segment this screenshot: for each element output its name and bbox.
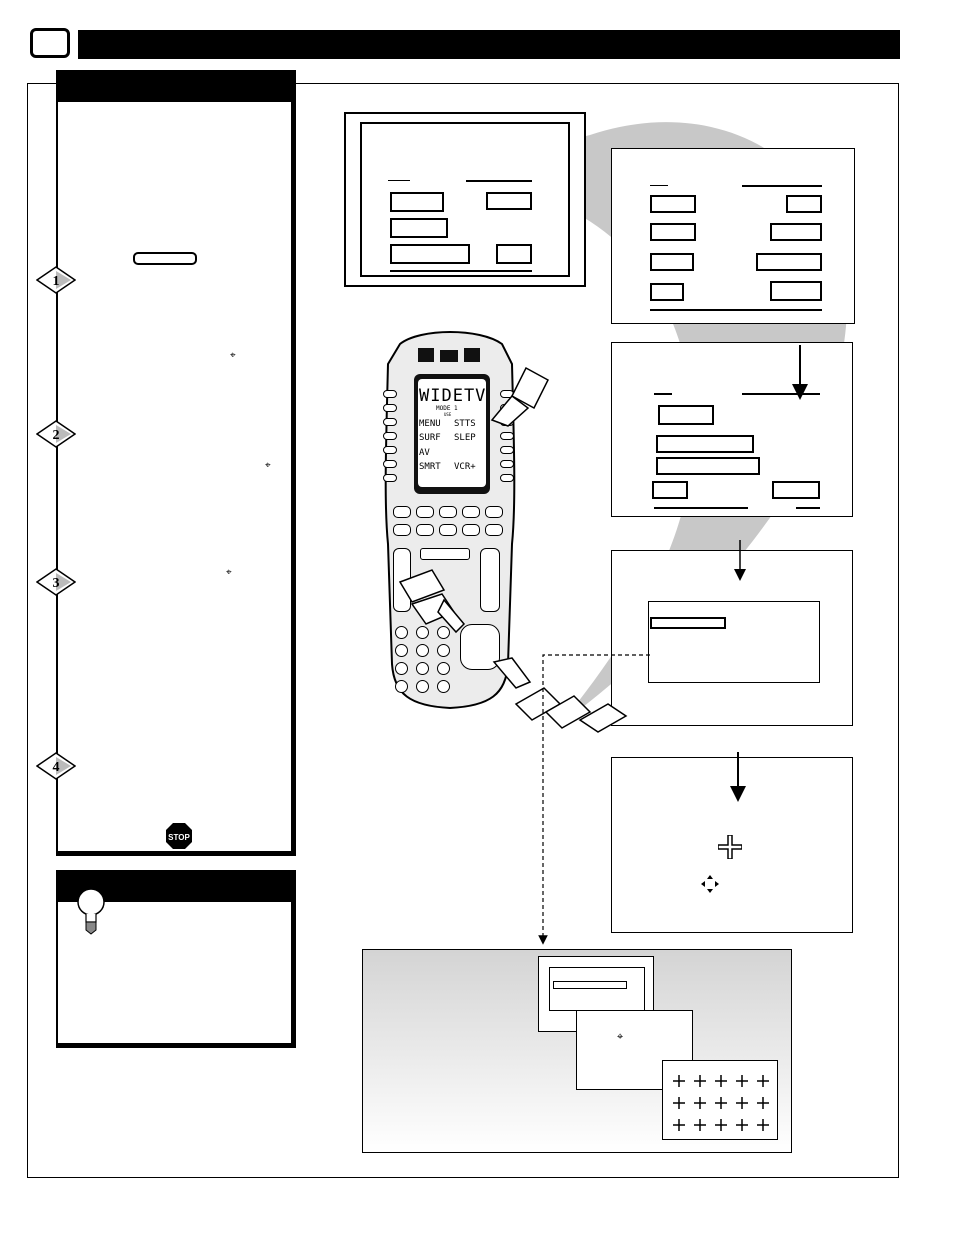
remote-function-button[interactable] [485, 524, 503, 536]
menu-item [496, 244, 532, 264]
pointing-hand-icon [486, 366, 550, 428]
menu-line [390, 270, 532, 272]
remote-side-button-right[interactable] [500, 446, 514, 454]
lcd-key-vcr[interactable]: VCR+ [454, 462, 476, 472]
pointing-hand-icon [490, 654, 630, 734]
remote-function-button[interactable] [485, 506, 503, 518]
remote-function-button[interactable] [439, 524, 457, 536]
cursor-symbol-icon: ⌖ [226, 567, 232, 578]
menu-item [486, 192, 532, 210]
remote-side-button-right[interactable] [500, 460, 514, 468]
lcd-key-av[interactable]: AV [419, 448, 430, 458]
remote-number-button[interactable] [437, 680, 450, 693]
remote-side-button-left[interactable] [383, 446, 397, 454]
remote-number-button[interactable] [416, 680, 429, 693]
remote-side-button-left[interactable] [383, 474, 397, 482]
tv-screen-setup-menu [611, 148, 855, 324]
menu-item-highlighted [390, 192, 444, 212]
inset-illustration: ⌖ [362, 949, 792, 1153]
remote-function-button[interactable] [393, 524, 411, 536]
remote-volume-rocker[interactable] [480, 548, 500, 612]
svg-text:2: 2 [53, 428, 60, 443]
inset-screen-grid [662, 1060, 778, 1140]
remote-side-button-left[interactable] [383, 432, 397, 440]
step-badge-4: 4 [35, 752, 77, 780]
remote-control [380, 324, 520, 710]
instruction-panel: ⌖ ⌖ ⌖ STOP [56, 70, 296, 856]
remote-function-button[interactable] [416, 506, 434, 518]
menu-item [390, 218, 448, 238]
svg-text:1: 1 [53, 274, 60, 289]
remote-function-button[interactable] [439, 506, 457, 518]
page-frame [27, 83, 899, 1178]
remote-number-button[interactable] [437, 626, 450, 639]
remote-side-button-left[interactable] [383, 460, 397, 468]
lcd-sub: USE [444, 412, 452, 417]
lcd-key-menu[interactable]: MENU [419, 419, 441, 429]
remote-side-button-left[interactable] [383, 404, 397, 412]
pointing-hand-icon [398, 568, 478, 638]
remote-number-button[interactable] [437, 662, 450, 675]
move-arrows-icon [700, 874, 720, 894]
remote-number-button[interactable] [395, 626, 408, 639]
lcd-key-smrt[interactable]: SMRT [419, 462, 441, 472]
lcd-title: WIDETV [419, 386, 487, 406]
remote-side-button-right[interactable] [500, 432, 514, 440]
cursor-symbol-icon: ⌖ [230, 350, 236, 361]
remote-number-button[interactable] [437, 644, 450, 657]
instruction-panel-header [58, 72, 291, 102]
page-tab-icon [30, 28, 70, 58]
lcd-key-stts[interactable]: STTS [454, 419, 476, 429]
menu-button-outline [133, 252, 197, 265]
lcd-key-surf[interactable]: SURF [419, 433, 441, 443]
step-badge-3: 3 [35, 568, 77, 596]
svg-text:4: 4 [53, 760, 60, 775]
svg-text:STOP: STOP [168, 833, 190, 842]
remote-number-button[interactable] [416, 644, 429, 657]
cursor-symbol-icon: ⌖ [265, 460, 271, 471]
lcd-mode: MODE 1 [436, 405, 458, 412]
remote-number-button[interactable] [395, 662, 408, 675]
remote-side-button-left[interactable] [383, 390, 397, 398]
remote-function-button[interactable] [416, 524, 434, 536]
remote-number-button[interactable] [395, 644, 408, 657]
remote-number-button[interactable] [395, 680, 408, 693]
remote-side-button-right[interactable] [500, 474, 514, 482]
stop-sign-icon: STOP [165, 822, 193, 850]
remote-number-button[interactable] [416, 626, 429, 639]
remote-number-button[interactable] [416, 662, 429, 675]
lightbulb-icon [62, 872, 120, 942]
header-bar [78, 30, 900, 59]
remote-play-button[interactable] [420, 548, 470, 560]
menu-line [466, 180, 532, 182]
tv-screen-main-menu [344, 112, 586, 287]
menu-line [388, 180, 410, 181]
crosshair-icon [717, 834, 743, 860]
remote-function-button[interactable] [462, 524, 480, 536]
remote-function-button[interactable] [462, 506, 480, 518]
remote-function-button[interactable] [393, 506, 411, 518]
tv-screen-features-menu [611, 342, 853, 517]
menu-item [390, 244, 470, 264]
step-badge-2: 2 [35, 420, 77, 448]
tv-screen-submenu [611, 550, 853, 726]
svg-text:3: 3 [53, 576, 60, 591]
remote-side-button-left[interactable] [383, 418, 397, 426]
lcd-key-slep[interactable]: SLEP [454, 433, 476, 443]
step-badge-1: 1 [35, 266, 77, 294]
